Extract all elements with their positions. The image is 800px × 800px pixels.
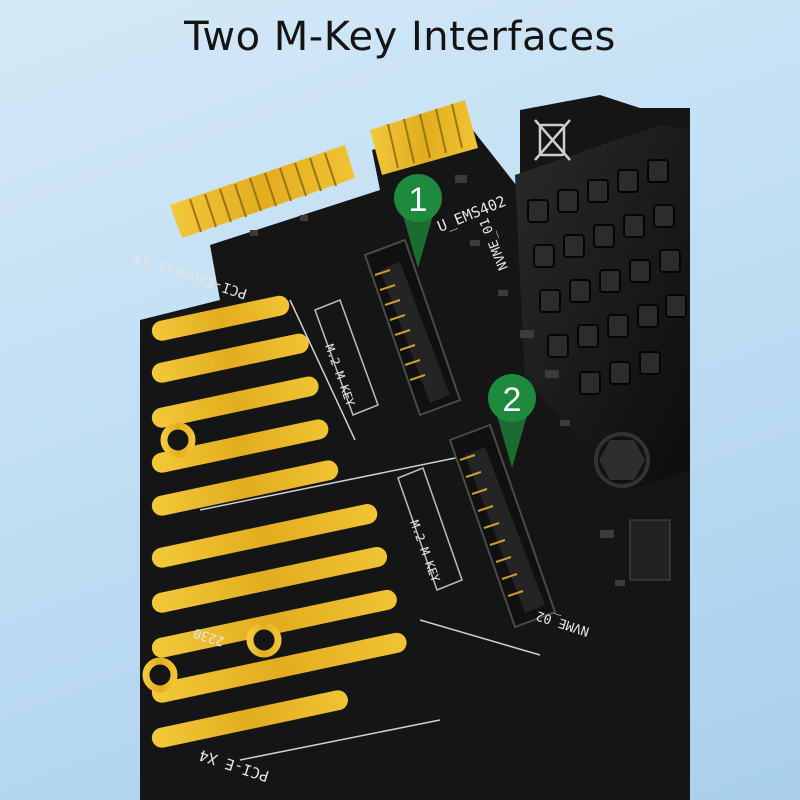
page-title: Two M-Key Interfaces (184, 14, 616, 60)
marker-1: 1 (394, 174, 442, 268)
weee-symbol-icon (534, 119, 571, 161)
silkscreen-outlines (199, 299, 541, 761)
marker-2-label: 2 (503, 381, 522, 419)
marker-1-label: 1 (409, 181, 428, 219)
smd-components (250, 175, 625, 586)
heatsink (515, 125, 690, 490)
m2-slot-1 (363, 238, 462, 417)
chip-component (629, 519, 671, 581)
mounting-holes (148, 428, 276, 687)
m2-slot-2 (448, 423, 557, 629)
m2-mounting-pads (151, 295, 407, 748)
marker-2: 2 (488, 374, 536, 468)
pcie-gold-fingers (170, 100, 478, 238)
key-label-pads (314, 299, 463, 591)
